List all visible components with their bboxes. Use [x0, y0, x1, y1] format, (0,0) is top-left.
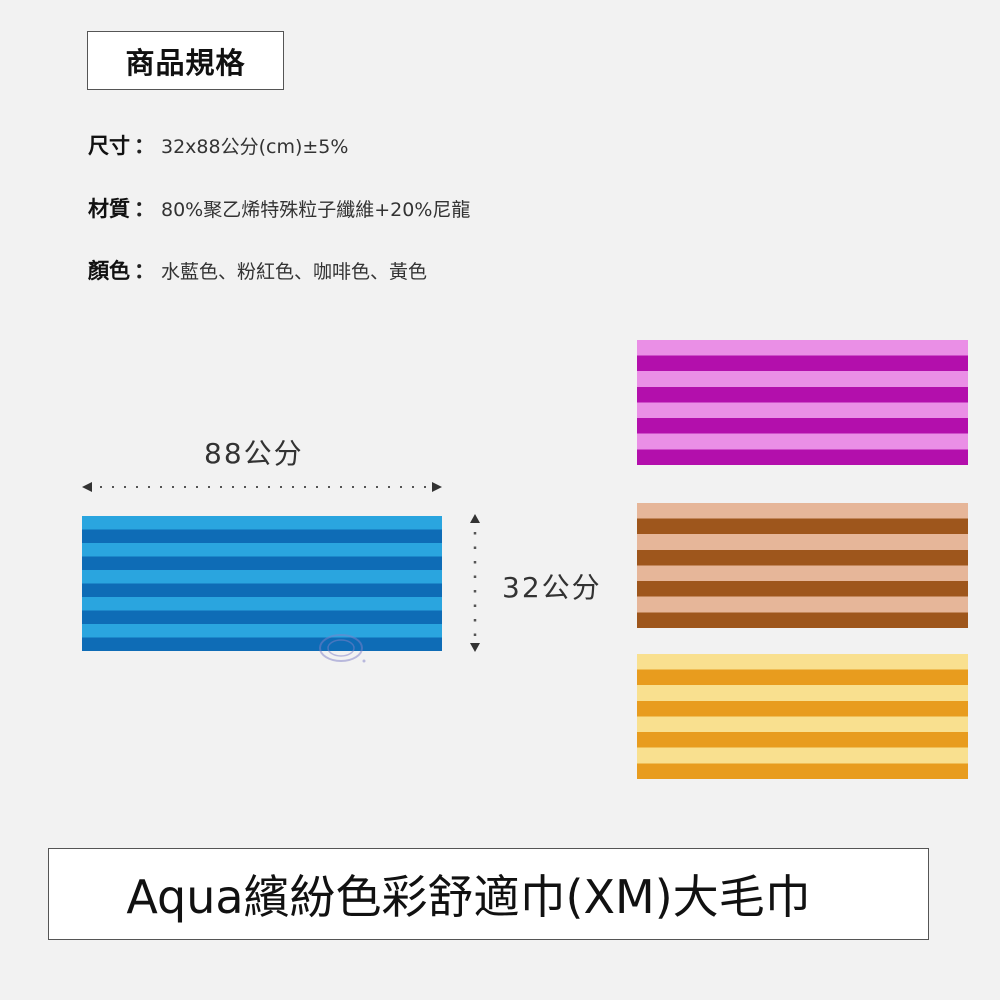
spec-colon: ：	[134, 259, 155, 283]
spec-label-material: 材質	[88, 197, 130, 221]
spec-value-size: 32x88公分(cm)±5%	[161, 136, 349, 158]
towel-swatch-blue	[82, 516, 442, 651]
spec-row-material: 材質 ： 80%聚乙烯特殊粒子纖維+20%尼龍	[88, 193, 470, 223]
spec-value-material: 80%聚乙烯特殊粒子纖維+20%尼龍	[161, 199, 471, 221]
width-dimension-label: 88公分	[204, 437, 304, 470]
width-dimension-arrow-icon	[82, 482, 442, 492]
product-title: Aqua繽紛色彩舒適巾(XM)大毛巾	[126, 870, 811, 924]
spec-colon: ：	[134, 197, 155, 221]
spec-heading-label: 商品規格	[125, 45, 246, 80]
towel-swatch-brown	[637, 503, 968, 628]
spec-colon: ：	[134, 134, 155, 158]
product-title-box: Aqua繽紛色彩舒適巾(XM)大毛巾	[48, 848, 929, 940]
spec-row-size: 尺寸 ： 32x88公分(cm)±5%	[88, 130, 348, 160]
spec-label-color: 顏色	[88, 259, 130, 283]
spec-heading: 商品規格	[87, 31, 284, 90]
height-dimension-label: 32公分	[502, 571, 602, 604]
spec-row-color: 顏色 ： 水藍色、粉紅色、咖啡色、黃色	[88, 255, 427, 285]
towel-swatch-pink	[637, 340, 968, 465]
brand-logo-watermark-icon	[319, 634, 366, 663]
spec-label-size: 尺寸	[88, 134, 130, 158]
towel-swatch-yellow	[637, 654, 968, 779]
spec-value-color: 水藍色、粉紅色、咖啡色、黃色	[161, 261, 428, 283]
height-dimension-arrow-icon	[470, 514, 480, 652]
